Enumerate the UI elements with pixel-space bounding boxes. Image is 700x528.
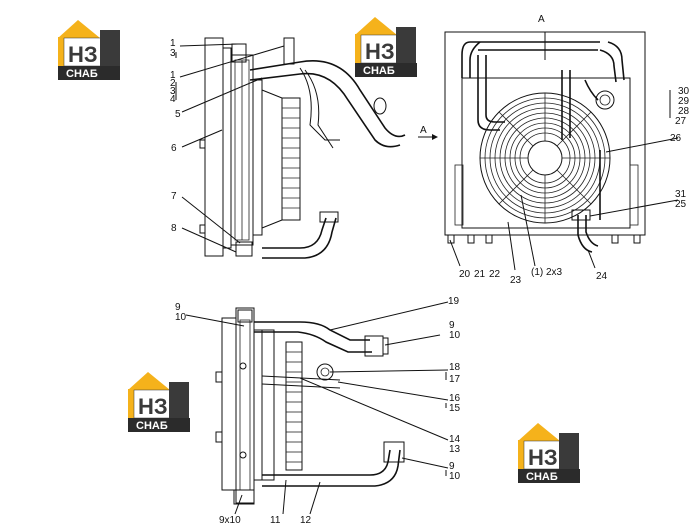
callout-9x10: 9x10 xyxy=(219,515,241,526)
callout-13: 13 xyxy=(449,444,461,455)
front-view-drawing: A xyxy=(444,14,646,253)
side-view-callouts: 1 3 1 2 3 4 5 6 7 8 xyxy=(170,38,285,253)
callout-28: 28 xyxy=(678,106,690,117)
callout-30: 30 xyxy=(678,86,690,97)
callout-1: 1 xyxy=(170,38,176,49)
callout-3: 3 xyxy=(170,86,176,97)
callout-24: 24 xyxy=(596,271,608,282)
callout-9: 9 xyxy=(175,302,181,313)
callout-12: 12 xyxy=(300,515,312,526)
logo-word: СНАБ xyxy=(136,420,168,432)
callout-11: 11 xyxy=(270,515,281,526)
callout-19: 19 xyxy=(448,296,460,307)
bottom-view-drawing xyxy=(215,307,405,505)
side-view-drawing: A xyxy=(199,37,438,259)
callout-26: 26 xyxy=(670,133,682,144)
logo-bottom-right: НЗ СНАБ xyxy=(518,423,580,483)
callout-10: 10 xyxy=(175,312,187,323)
callout-9: 9 xyxy=(449,320,455,331)
callout-18: 18 xyxy=(449,362,461,373)
callout-14: 14 xyxy=(449,434,461,445)
callout-8: 8 xyxy=(171,223,177,234)
logo-mark: НЗ xyxy=(365,39,395,64)
callout-20: 20 xyxy=(459,269,471,280)
logo-mark: НЗ xyxy=(138,394,168,419)
callout-6: 6 xyxy=(171,143,177,154)
callout-4: 4 xyxy=(170,94,176,105)
logo-mark: НЗ xyxy=(68,42,98,67)
callout-10: 10 xyxy=(449,471,461,482)
view-arrow-label: A xyxy=(420,125,427,136)
callout-21: 21 xyxy=(474,269,486,280)
callout-1-2x3: (1) 2x3 xyxy=(531,267,563,278)
callout-23: 23 xyxy=(510,275,522,286)
logo-word: СНАБ xyxy=(363,65,395,77)
callout-25: 25 xyxy=(675,199,687,210)
callout-1: 1 xyxy=(170,70,176,81)
callout-15: 15 xyxy=(449,403,461,414)
callout-10: 10 xyxy=(449,330,461,341)
callout-9: 9 xyxy=(449,461,455,472)
callout-16: 16 xyxy=(449,393,461,404)
callout-7: 7 xyxy=(171,191,177,202)
logo-mid-left: НЗ СНАБ xyxy=(128,372,190,432)
view-title: A xyxy=(538,14,545,25)
callout-31: 31 xyxy=(675,189,687,200)
callout-17: 17 xyxy=(449,374,461,385)
logo-word: СНАБ xyxy=(66,68,98,80)
callout-29: 29 xyxy=(678,96,690,107)
logo-top-center: НЗ СНАБ xyxy=(355,17,417,77)
bottom-view-callouts: 9 10 19 9 10 18 17 16 15 14 13 9 10 9x10… xyxy=(175,296,461,526)
callout-5: 5 xyxy=(175,109,181,120)
callout-22: 22 xyxy=(489,269,501,280)
callout-3: 3 xyxy=(170,48,176,59)
logo-top-left: НЗ СНАБ xyxy=(58,20,120,80)
logo-mark: НЗ xyxy=(528,445,558,470)
logo-word: СНАБ xyxy=(526,471,558,483)
callout-27: 27 xyxy=(675,116,687,127)
callout-2: 2 xyxy=(170,78,176,89)
front-view-callouts: 30 29 28 27 26 31 25 20 21 22 23 (1) 2x3… xyxy=(449,86,690,286)
